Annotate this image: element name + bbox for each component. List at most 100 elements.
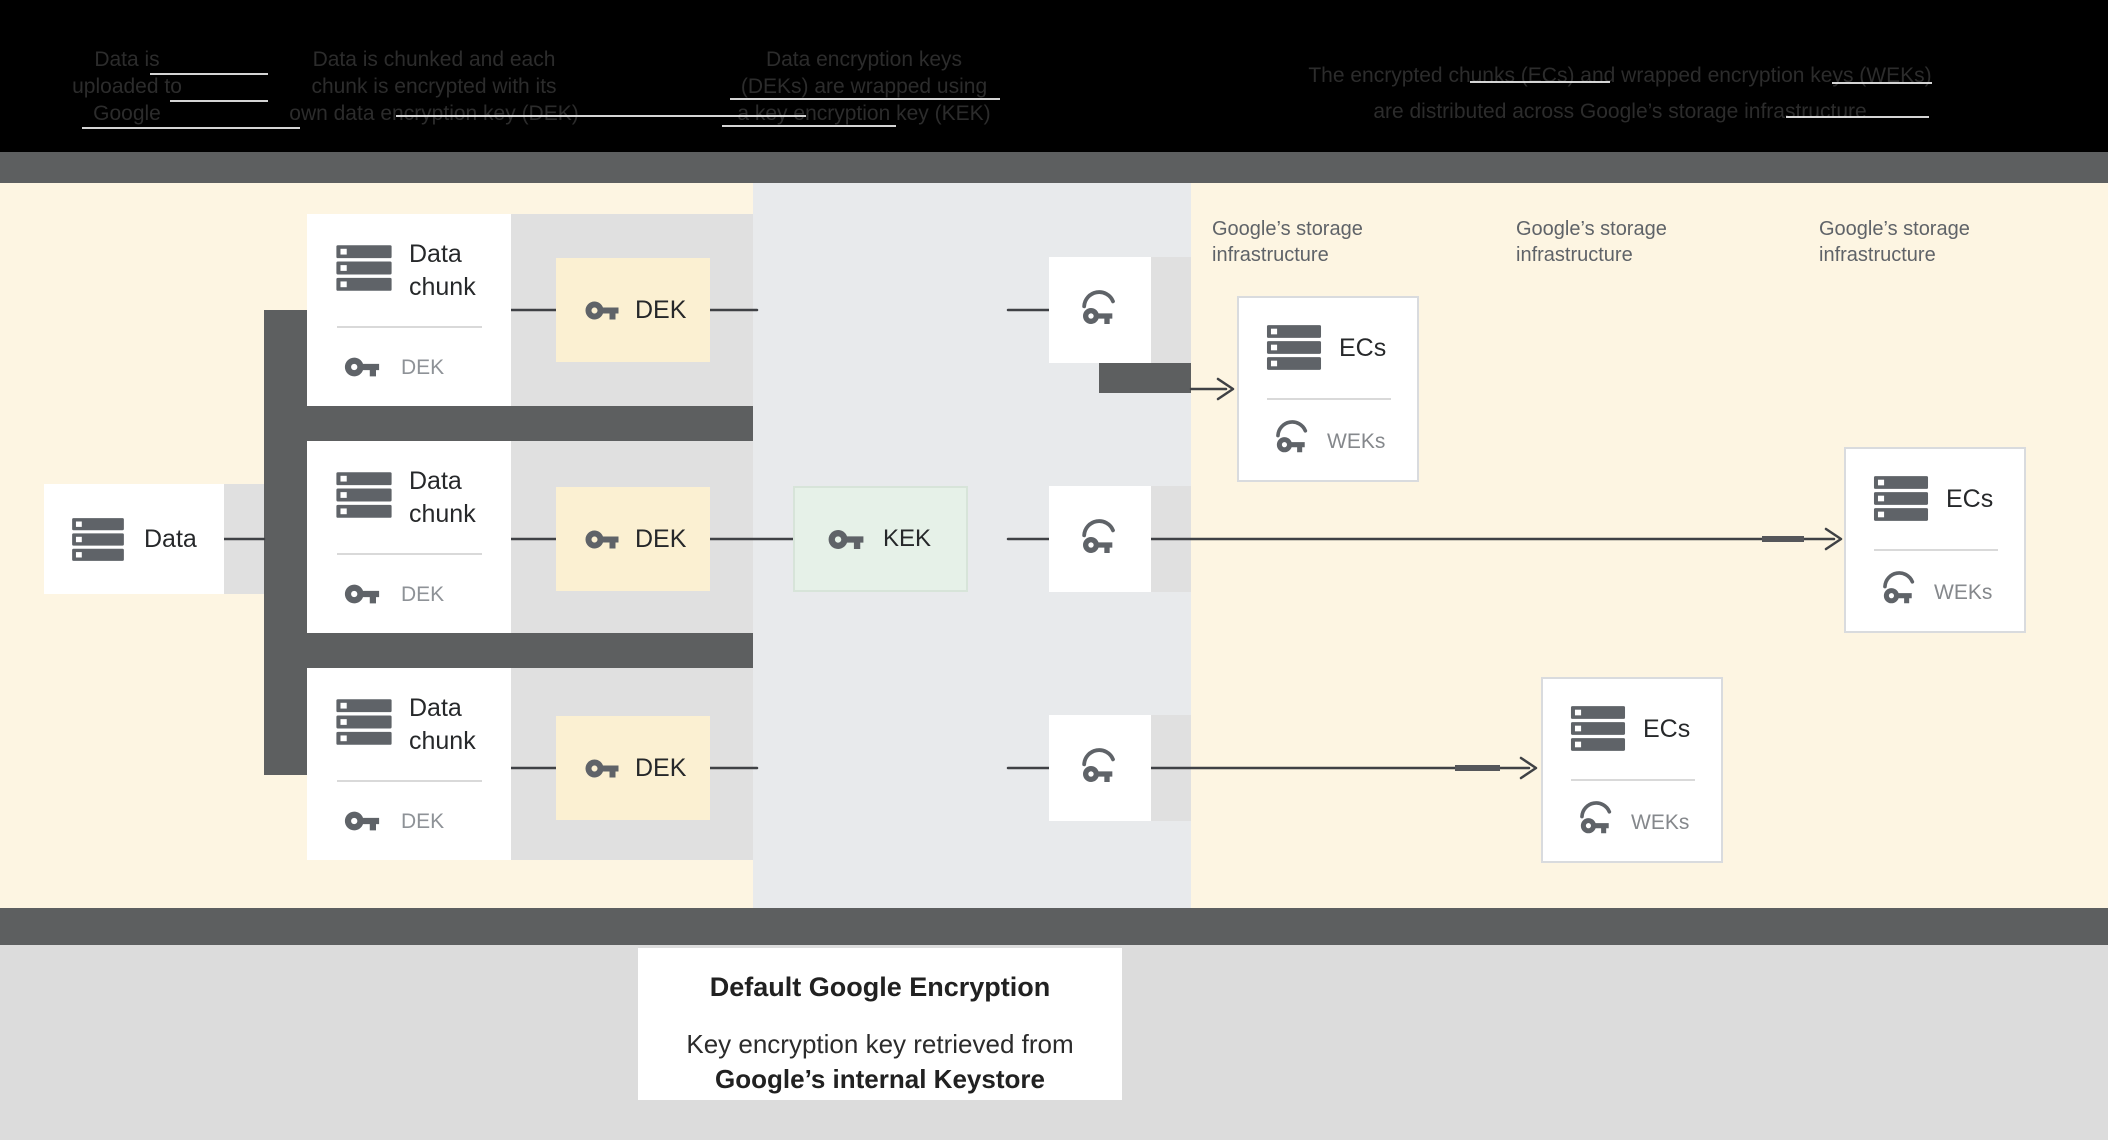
divider xyxy=(1267,398,1391,400)
glitch-line xyxy=(1470,81,1610,83)
glitch-line xyxy=(730,98,1000,100)
data-chunk-label: Data chunk xyxy=(409,240,476,301)
step-1-line-3: Google xyxy=(93,102,161,125)
caption-card: Default Google Encryption Key encryption… xyxy=(638,948,1122,1100)
key-icon xyxy=(343,353,381,381)
chunk-gap-band xyxy=(264,406,753,441)
divider xyxy=(337,553,482,555)
encrypted-chunks-box: ECs WEKs xyxy=(1541,677,1723,863)
storage-infra-line-1: Google’s storage xyxy=(1212,218,1363,240)
key-icon xyxy=(343,580,381,608)
storage-infra-line-2: infrastructure xyxy=(1819,244,1936,266)
wrapped-key-icon xyxy=(1078,519,1122,559)
data-chunk-label: Data chunk xyxy=(409,694,476,755)
storage-infra-line-2: infrastructure xyxy=(1212,244,1329,266)
dek-label: DEK xyxy=(635,295,687,324)
data-chunk-box: Data chunk DEK xyxy=(307,668,511,860)
arrowhead xyxy=(1216,377,1235,401)
kek-box: KEK xyxy=(793,486,968,592)
wrapped-key-box xyxy=(1049,715,1151,821)
divider xyxy=(337,780,482,782)
encrypted-chunks-box: ECs WEKs xyxy=(1844,447,2026,633)
dek-box: DEK xyxy=(556,258,710,362)
step-1-text: Data is uploaded to Google xyxy=(37,46,217,127)
key-icon xyxy=(584,297,620,324)
data-stack-icon xyxy=(1265,324,1323,371)
ecs-label: ECs xyxy=(1946,485,1994,513)
caption-line-1: Key encryption key retrieved from xyxy=(686,1029,1074,1059)
wrapped-key-icon xyxy=(1878,571,1922,609)
step-2-line-1: Data is chunked and each xyxy=(312,48,556,71)
data-stack-icon xyxy=(335,244,393,292)
data-box: Data xyxy=(44,484,224,594)
weks-label: WEKs xyxy=(1934,581,1993,604)
storage-infra-label: Google’s storage infrastructure xyxy=(1212,216,1363,268)
dek-label: DEK xyxy=(635,753,687,782)
glitch-line xyxy=(396,115,806,117)
caption-line-2: Google’s internal Keystore xyxy=(715,1064,1045,1094)
step-1-line-2: uploaded to xyxy=(72,75,182,98)
weks-label: WEKs xyxy=(1631,811,1690,834)
step-3-text: Data encryption keys (DEKs) are wrapped … xyxy=(704,46,1024,127)
top-divider-band xyxy=(0,152,2108,183)
glitch-line xyxy=(150,73,268,75)
wrapped-key-band xyxy=(1151,257,1191,363)
storage-infra-line-1: Google’s storage xyxy=(1819,218,1970,240)
bottom-divider-band xyxy=(0,908,2108,945)
data-chunk-label: Data chunk xyxy=(409,467,476,528)
data-stack-icon xyxy=(335,471,393,519)
wrapped-key-icon xyxy=(1271,420,1315,458)
data-label: Data xyxy=(144,524,197,553)
step-3-line-1: Data encryption keys xyxy=(765,48,963,71)
step-1-line-1: Data is xyxy=(94,48,160,71)
key-icon xyxy=(584,755,620,782)
ecs-label: ECs xyxy=(1643,715,1691,743)
glitch-line xyxy=(170,100,268,102)
data-stack-icon xyxy=(1872,475,1930,522)
glitch-line xyxy=(82,127,300,129)
data-stack-icon xyxy=(335,698,393,746)
kek-label: KEK xyxy=(883,525,932,552)
wrapped-key-icon xyxy=(1575,801,1619,839)
storage-infra-line-2: infrastructure xyxy=(1516,244,1633,266)
dek-box: DEK xyxy=(556,487,710,591)
storage-infra-line-1: Google’s storage xyxy=(1516,218,1667,240)
storage-infra-label: Google’s storage infrastructure xyxy=(1516,216,1667,268)
weks-label: WEKs xyxy=(1327,430,1386,453)
step-3-line-2: (DEKs) are wrapped using xyxy=(740,75,988,98)
dek-sublabel: DEK xyxy=(401,583,445,606)
arrowhead xyxy=(1824,527,1843,551)
data-chunk-box: Data chunk DEK xyxy=(307,214,511,406)
glitch-line xyxy=(722,125,896,127)
step-3-line-3: a key encryption key (KEK) xyxy=(737,102,991,125)
dek-label: DEK xyxy=(635,524,687,553)
step-4-text: The encrypted chunks (ECs) and wrapped e… xyxy=(1300,58,1940,130)
ecs-label: ECs xyxy=(1339,334,1387,362)
storage-infra-label: Google’s storage infrastructure xyxy=(1819,216,1970,268)
chunk-gap-band xyxy=(264,633,753,668)
step-4-line-2: are distributed across Google’s storage … xyxy=(1373,100,1867,123)
glitch-line xyxy=(1786,116,1929,118)
arrowhead xyxy=(1519,756,1538,780)
header-band xyxy=(0,0,2108,152)
dek-sublabel: DEK xyxy=(401,810,445,833)
dek-box: DEK xyxy=(556,716,710,820)
divider xyxy=(337,326,482,328)
step-2-line-3: own data encryption key (DEK) xyxy=(289,102,579,125)
divider xyxy=(1571,779,1695,781)
dek-sublabel: DEK xyxy=(401,356,445,379)
glitch-line xyxy=(1832,82,1932,84)
divider xyxy=(1874,549,1998,551)
wrapped-key-icon xyxy=(1078,290,1122,330)
key-icon xyxy=(827,525,865,554)
caption-title: Default Google Encryption xyxy=(709,972,1051,1002)
key-icon xyxy=(343,807,381,835)
wrapped-key-icon xyxy=(1078,748,1122,788)
encrypted-chunks-box: ECs WEKs xyxy=(1237,296,1419,482)
wrapped-key-out-connector xyxy=(1099,363,1191,393)
chunk-trunk-connector xyxy=(264,310,307,775)
wrapped-key-box xyxy=(1049,486,1151,592)
data-stack-icon xyxy=(70,517,126,562)
